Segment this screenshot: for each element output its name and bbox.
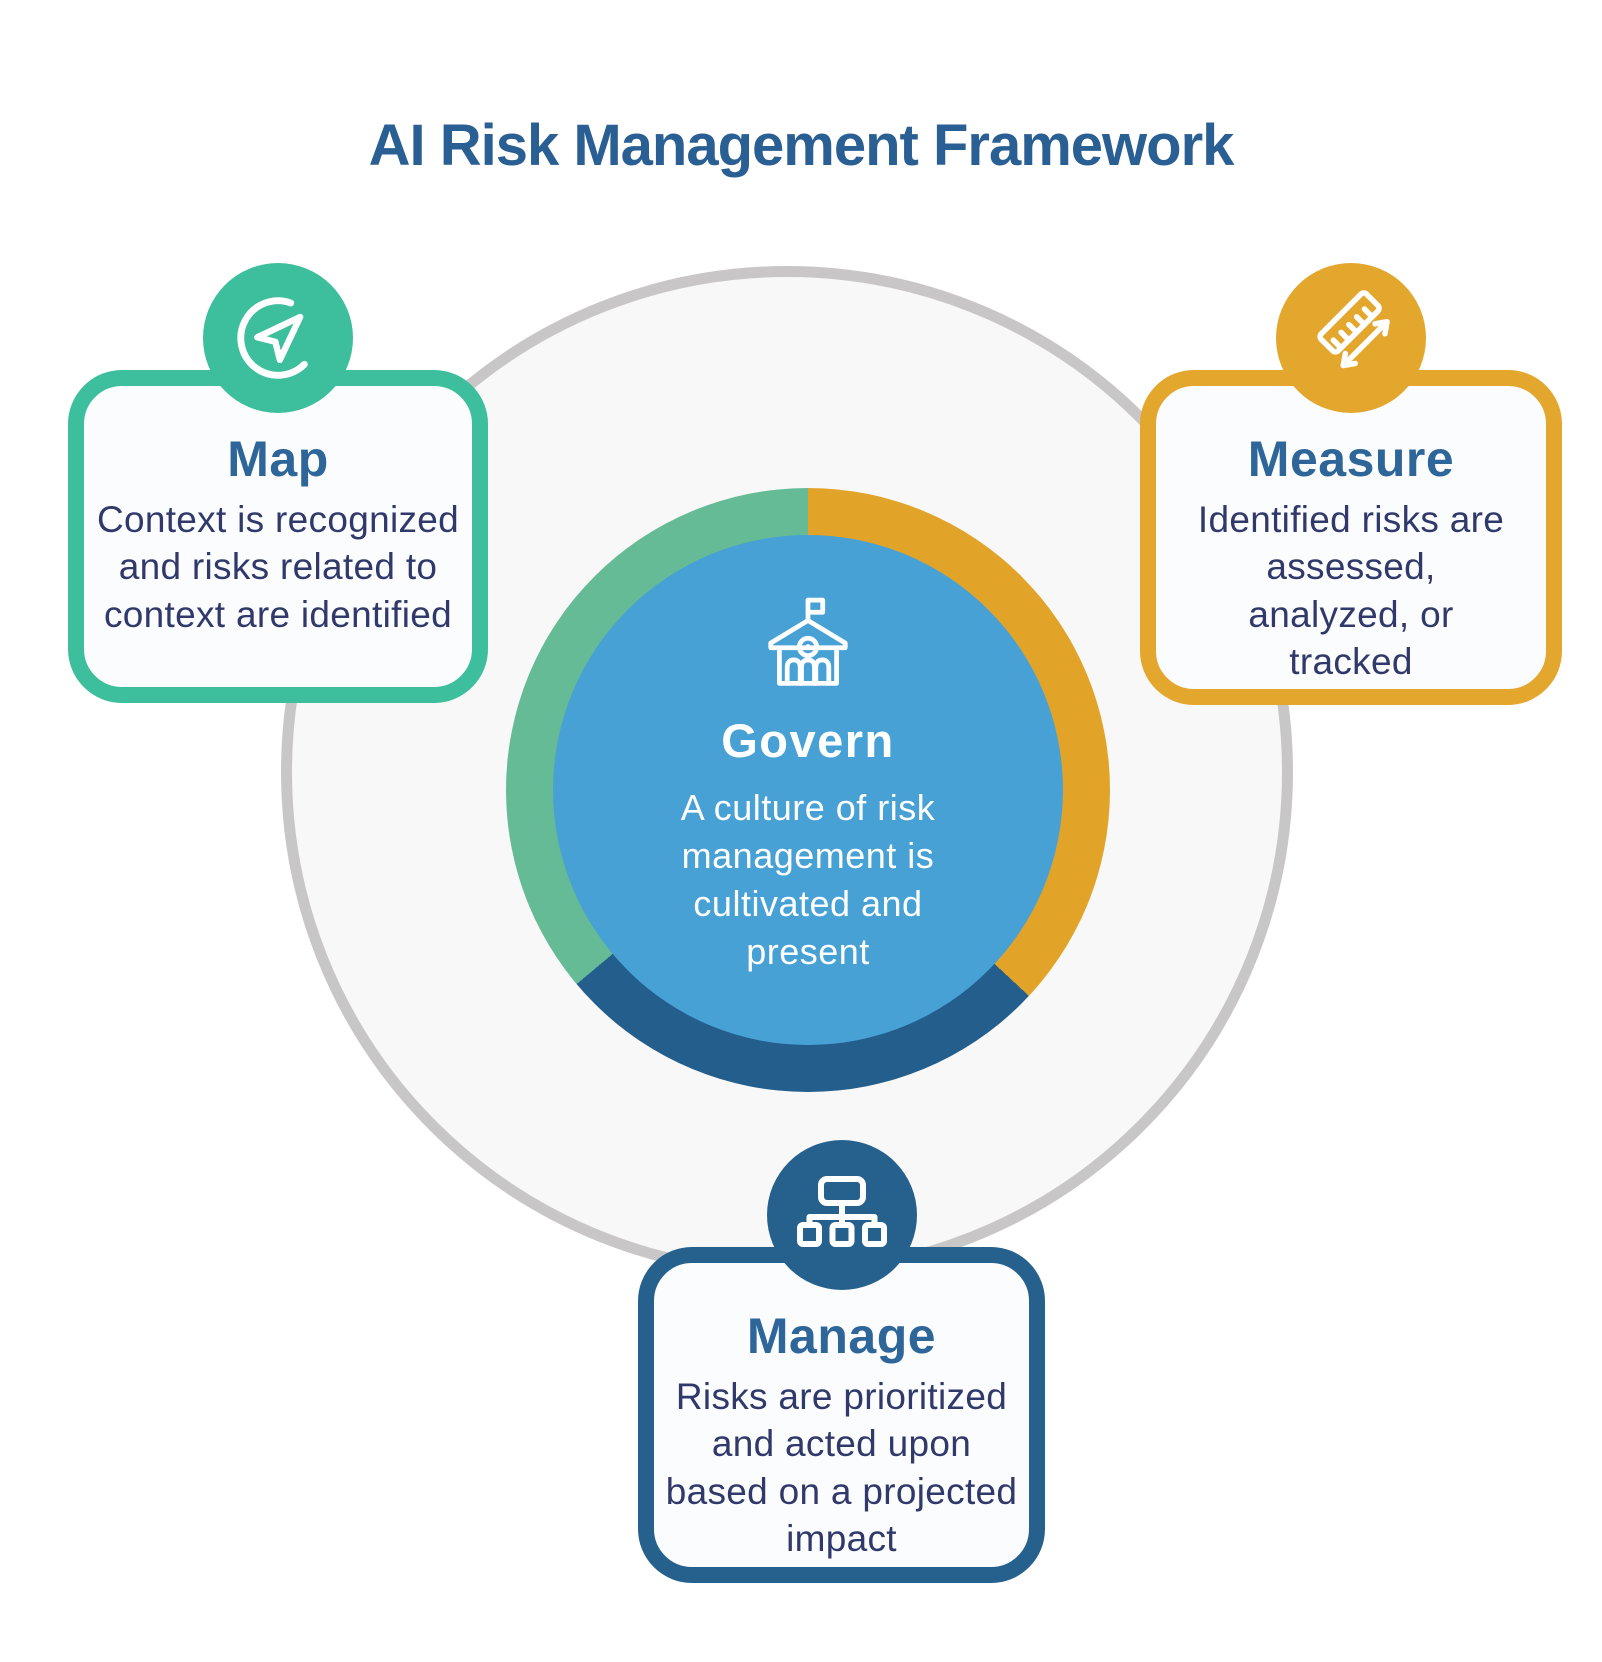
ruler-arrow-icon <box>1317 290 1390 369</box>
map-card-title: Map <box>227 431 329 487</box>
govern-description: A culture of risk management is cultivat… <box>680 787 936 972</box>
govern-circle: Govern A culture of risk management is c… <box>553 535 1063 1045</box>
map-card-description: Context is recognized and risks related … <box>96 499 460 635</box>
page-title: AI Risk Management Framework <box>368 113 1235 178</box>
measure-card-title: Measure <box>1247 431 1455 487</box>
manage-icon-badge <box>766 1140 917 1290</box>
government-building-icon <box>768 597 848 686</box>
measure-icon-badge <box>1276 263 1426 413</box>
navigation-arrow-icon <box>237 297 308 379</box>
measure-card: Measure Identified risks are assessed, a… <box>1140 263 1562 705</box>
manage-card-description: Risks are prioritized and acted upon bas… <box>665 1376 1018 1560</box>
measure-card-description: Identified risks are assessed, analyzed,… <box>1197 499 1505 683</box>
manage-card: Manage Risks are prioritized and acted u… <box>638 1140 1045 1583</box>
map-card: Map Context is recognized and risks rela… <box>68 263 488 703</box>
govern-title: Govern <box>721 714 895 767</box>
sitemap-icon <box>796 1176 887 1247</box>
map-icon-badge <box>203 263 353 413</box>
manage-card-title: Manage <box>746 1308 937 1364</box>
